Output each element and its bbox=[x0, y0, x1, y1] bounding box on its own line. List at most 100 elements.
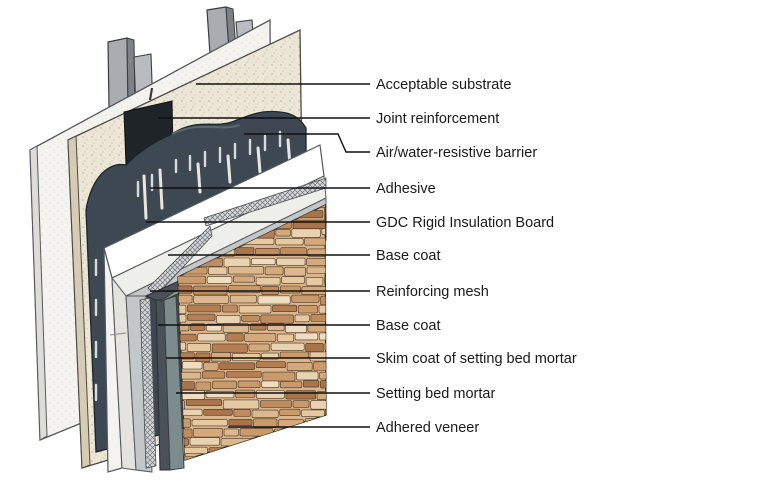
veneer-stone bbox=[211, 456, 233, 460]
veneer-stone bbox=[305, 276, 324, 286]
veneer-stone bbox=[162, 477, 179, 484]
label-reinforcing-mesh: Reinforcing mesh bbox=[376, 284, 489, 300]
veneer-stone bbox=[304, 418, 326, 428]
veneer-stone bbox=[197, 333, 226, 342]
label-base-coat-1: Base coat bbox=[376, 248, 441, 264]
veneer-stone bbox=[211, 352, 231, 362]
veneer-stone bbox=[306, 257, 326, 266]
veneer-stone bbox=[255, 361, 286, 369]
veneer-stone bbox=[310, 314, 326, 322]
veneer-stone bbox=[318, 332, 326, 341]
veneer-stone bbox=[219, 467, 244, 476]
veneer-stone bbox=[212, 476, 236, 482]
veneer-stone bbox=[226, 371, 262, 378]
veneer-stone bbox=[193, 295, 230, 304]
veneer-stone bbox=[306, 266, 326, 274]
veneer-stone bbox=[318, 304, 326, 314]
veneer-stone bbox=[193, 427, 223, 438]
veneer-stone bbox=[256, 437, 285, 446]
veneer-stone bbox=[206, 276, 233, 284]
veneer-stone bbox=[325, 428, 326, 438]
gdc-rigid-insulation-board bbox=[103, 144, 327, 473]
veneer-stone bbox=[233, 275, 255, 283]
veneer-stone bbox=[186, 343, 211, 353]
veneer-stone bbox=[219, 362, 255, 370]
veneer-stone bbox=[270, 342, 305, 351]
veneer-stone bbox=[292, 428, 325, 438]
veneer-stone bbox=[228, 419, 253, 426]
veneer-stone bbox=[319, 371, 326, 380]
veneer-stone bbox=[261, 380, 280, 388]
veneer-stone bbox=[279, 351, 309, 359]
veneer-stone bbox=[199, 466, 218, 473]
veneer-stone bbox=[298, 476, 331, 484]
veneer-stone bbox=[299, 447, 321, 455]
veneer-stone bbox=[284, 267, 306, 277]
veneer-stone bbox=[178, 294, 193, 304]
veneer-stone bbox=[297, 466, 325, 475]
label-adhered-veneer: Adhered veneer bbox=[376, 420, 479, 436]
veneer-stone bbox=[203, 362, 219, 371]
veneer-stone bbox=[178, 304, 187, 315]
leader-lines bbox=[146, 83, 370, 428]
veneer-stone bbox=[292, 400, 310, 408]
veneer-stone bbox=[320, 295, 326, 306]
veneer-stone bbox=[208, 266, 228, 275]
veneer-stone bbox=[301, 409, 325, 417]
veneer-stone bbox=[279, 285, 301, 294]
veneer-stone bbox=[313, 361, 326, 371]
veneer-stone bbox=[275, 238, 304, 246]
veneer-stone bbox=[277, 447, 299, 456]
veneer-stone bbox=[235, 389, 256, 398]
veneer-stone bbox=[285, 390, 316, 400]
veneer-stone bbox=[316, 457, 326, 460]
label-acceptable-substrate: Acceptable substrate bbox=[376, 77, 511, 93]
veneer-stone bbox=[307, 323, 326, 333]
veneer-stone bbox=[304, 237, 326, 246]
leader-line-2 bbox=[244, 133, 370, 153]
veneer-stone bbox=[285, 437, 312, 446]
veneer-stone bbox=[241, 314, 260, 322]
veneer-stone bbox=[281, 276, 305, 284]
veneer-stone bbox=[276, 333, 294, 342]
veneer-stone bbox=[216, 315, 241, 324]
veneer-stone bbox=[203, 408, 233, 416]
veneer-stone bbox=[229, 294, 257, 304]
veneer-stone bbox=[327, 466, 359, 474]
veneer-stone bbox=[279, 408, 301, 416]
label-setting-bed-mortar: Setting bed mortar bbox=[376, 386, 495, 402]
veneer-stone bbox=[237, 476, 270, 485]
veneer-stone bbox=[260, 314, 294, 324]
veneer-stone bbox=[195, 381, 212, 391]
veneer-stone bbox=[275, 229, 291, 237]
veneer-stone bbox=[235, 247, 255, 255]
veneer-stone bbox=[305, 343, 324, 353]
veneer-stone bbox=[181, 477, 211, 485]
veneer-stone bbox=[285, 323, 307, 334]
label-joint-reinforcement: Joint reinforcement bbox=[376, 111, 499, 127]
veneer-stone bbox=[286, 362, 313, 371]
veneer-stone bbox=[320, 380, 326, 389]
veneer-stone bbox=[321, 228, 326, 236]
veneer-stone bbox=[251, 409, 279, 418]
veneer-stone bbox=[228, 266, 264, 275]
veneer-stone bbox=[178, 324, 190, 332]
veneer-stone bbox=[291, 294, 320, 303]
veneer-stone bbox=[231, 352, 261, 361]
veneer-stone bbox=[256, 389, 285, 399]
veneer-stone bbox=[202, 371, 226, 379]
veneer-stone bbox=[294, 314, 310, 323]
veneer-stone bbox=[185, 399, 222, 406]
veneer-stone bbox=[246, 466, 269, 474]
label-gdc-rigid-insulation-board: GDC Rigid Insulation Board bbox=[376, 215, 554, 231]
veneer-stone bbox=[311, 437, 326, 447]
veneer-stone bbox=[324, 276, 326, 284]
veneer-stone bbox=[321, 447, 326, 456]
veneer-stone bbox=[257, 295, 291, 305]
veneer-stone bbox=[233, 456, 259, 460]
veneer-stone bbox=[258, 457, 285, 460]
veneer-stone bbox=[310, 400, 326, 410]
veneer-stone bbox=[279, 381, 303, 389]
veneer-stone bbox=[253, 418, 278, 428]
